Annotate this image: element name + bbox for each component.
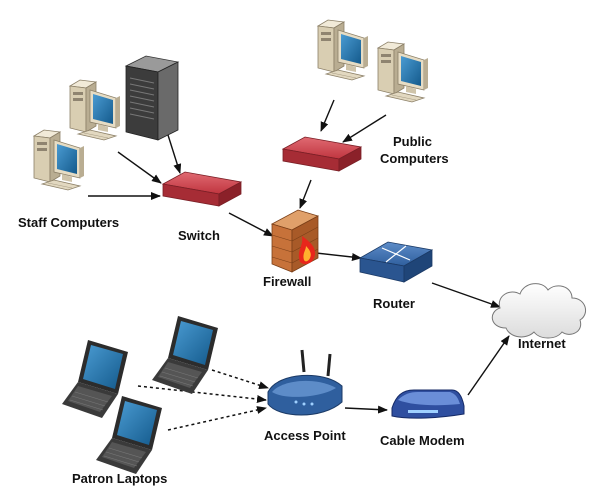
link-public-pc2-switch [342, 114, 387, 143]
wireless-link-laptop2 [211, 369, 269, 390]
wireless-link-laptop1 [137, 385, 267, 403]
desktop-computer-icon [377, 41, 429, 103]
server-tower-icon [124, 55, 180, 141]
link-staff-pc2-switch [117, 151, 162, 184]
link-server-switch [167, 134, 182, 174]
link-modem-internet [467, 335, 510, 396]
access-point-label: Access Point [264, 428, 346, 443]
network-switch-icon [162, 171, 242, 207]
link-firewall-router [315, 252, 362, 261]
connections [88, 99, 510, 431]
public-computers-label-line2: Computers [380, 151, 449, 166]
cloud-icon [491, 283, 587, 339]
desktop-computer-icon [69, 79, 121, 141]
staff-computers-label: Staff Computers [18, 215, 119, 230]
link-public-switch-firewall [299, 179, 312, 209]
desktop-computer-icon [33, 129, 85, 191]
laptop-icon [61, 339, 129, 419]
wireless-access-point-icon [267, 349, 343, 416]
link-ap-modem [344, 405, 388, 414]
switch-label: Switch [178, 228, 220, 243]
link-router-internet [431, 282, 501, 308]
cable-modem-icon [391, 389, 465, 419]
router-label: Router [373, 296, 415, 311]
internet-label: Internet [518, 336, 566, 351]
cable-modem-label: Cable Modem [380, 433, 465, 448]
wireless-link-laptop3 [167, 406, 267, 431]
desktop-computer-icon [317, 19, 369, 81]
laptop-icon [151, 315, 219, 395]
firewall-icon [270, 209, 320, 273]
link-switch-firewall [228, 212, 274, 237]
link-public-pc1-switch [320, 99, 335, 132]
firewall-label: Firewall [263, 274, 311, 289]
patron-laptops-label: Patron Laptops [72, 471, 167, 486]
network-switch-icon [282, 136, 362, 172]
router-icon [358, 241, 434, 283]
public-computers-label-line1: Public [393, 134, 432, 149]
